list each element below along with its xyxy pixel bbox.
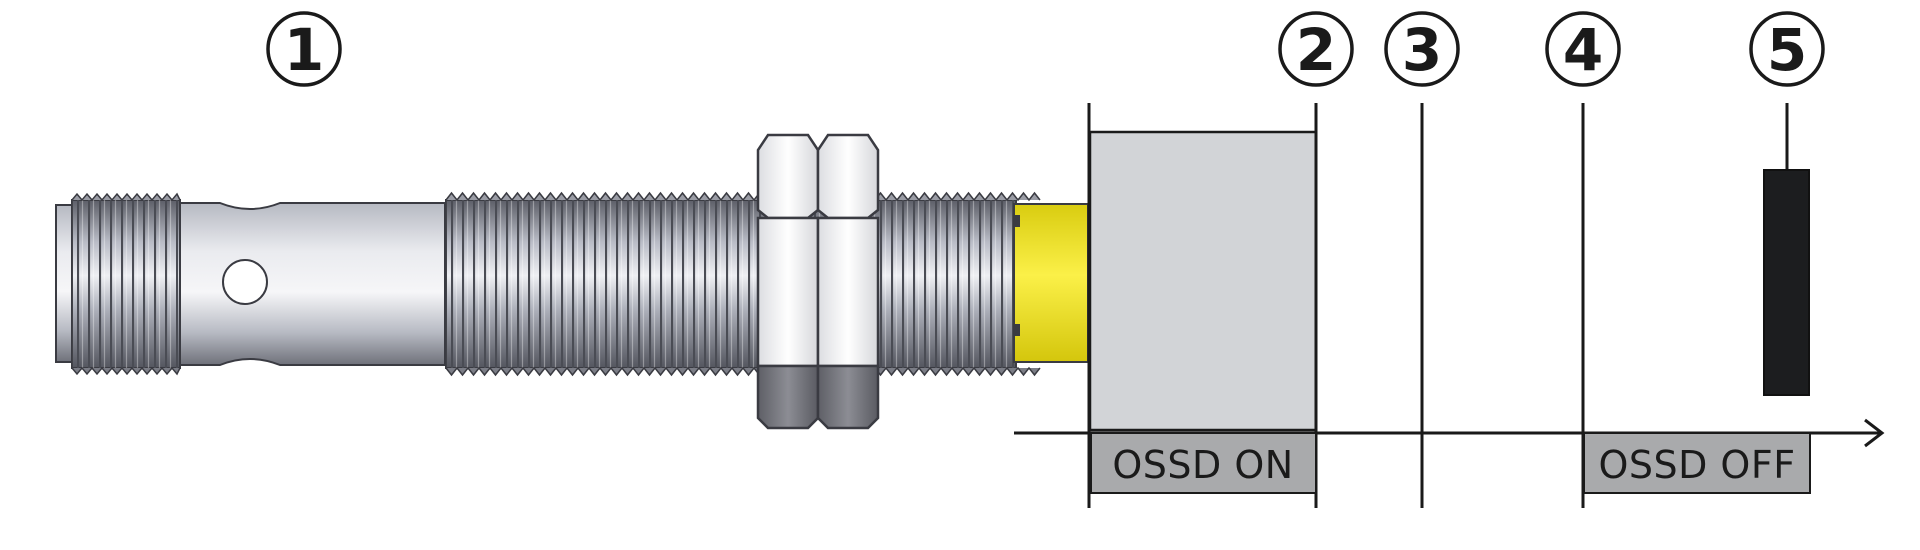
front-thread (445, 191, 1041, 377)
callout-number: 1 (284, 16, 324, 84)
metal-target-icon (1763, 169, 1810, 396)
callout-number: 2 (1296, 16, 1336, 84)
callout-5: 5 (1749, 11, 1825, 87)
callout-number: 5 (1767, 16, 1807, 84)
sensing-zone-box (1088, 130, 1318, 432)
zone-label-ossd-on: OSSD ON (1090, 432, 1317, 494)
callout-4: 4 (1545, 11, 1621, 87)
rear-thread (71, 192, 181, 376)
sensor-hole (222, 259, 268, 305)
callout-1: 1 (266, 11, 342, 87)
callout-number: 4 (1563, 16, 1603, 84)
callout-number: 3 (1402, 16, 1442, 84)
zone-label-ossd-off: OSSD OFF (1583, 432, 1811, 494)
cylindrical-inductive-sensor-icon (55, 133, 1089, 430)
callout-2: 2 (1278, 11, 1354, 87)
sensor-face (1013, 203, 1089, 363)
hex-nut-right (816, 133, 880, 430)
zone-label-text: OSSD ON (1112, 443, 1293, 487)
hex-nut-left (756, 133, 820, 430)
zone-label-text: OSSD OFF (1598, 443, 1795, 487)
sensor-body (179, 202, 446, 366)
callout-3: 3 (1384, 11, 1460, 87)
